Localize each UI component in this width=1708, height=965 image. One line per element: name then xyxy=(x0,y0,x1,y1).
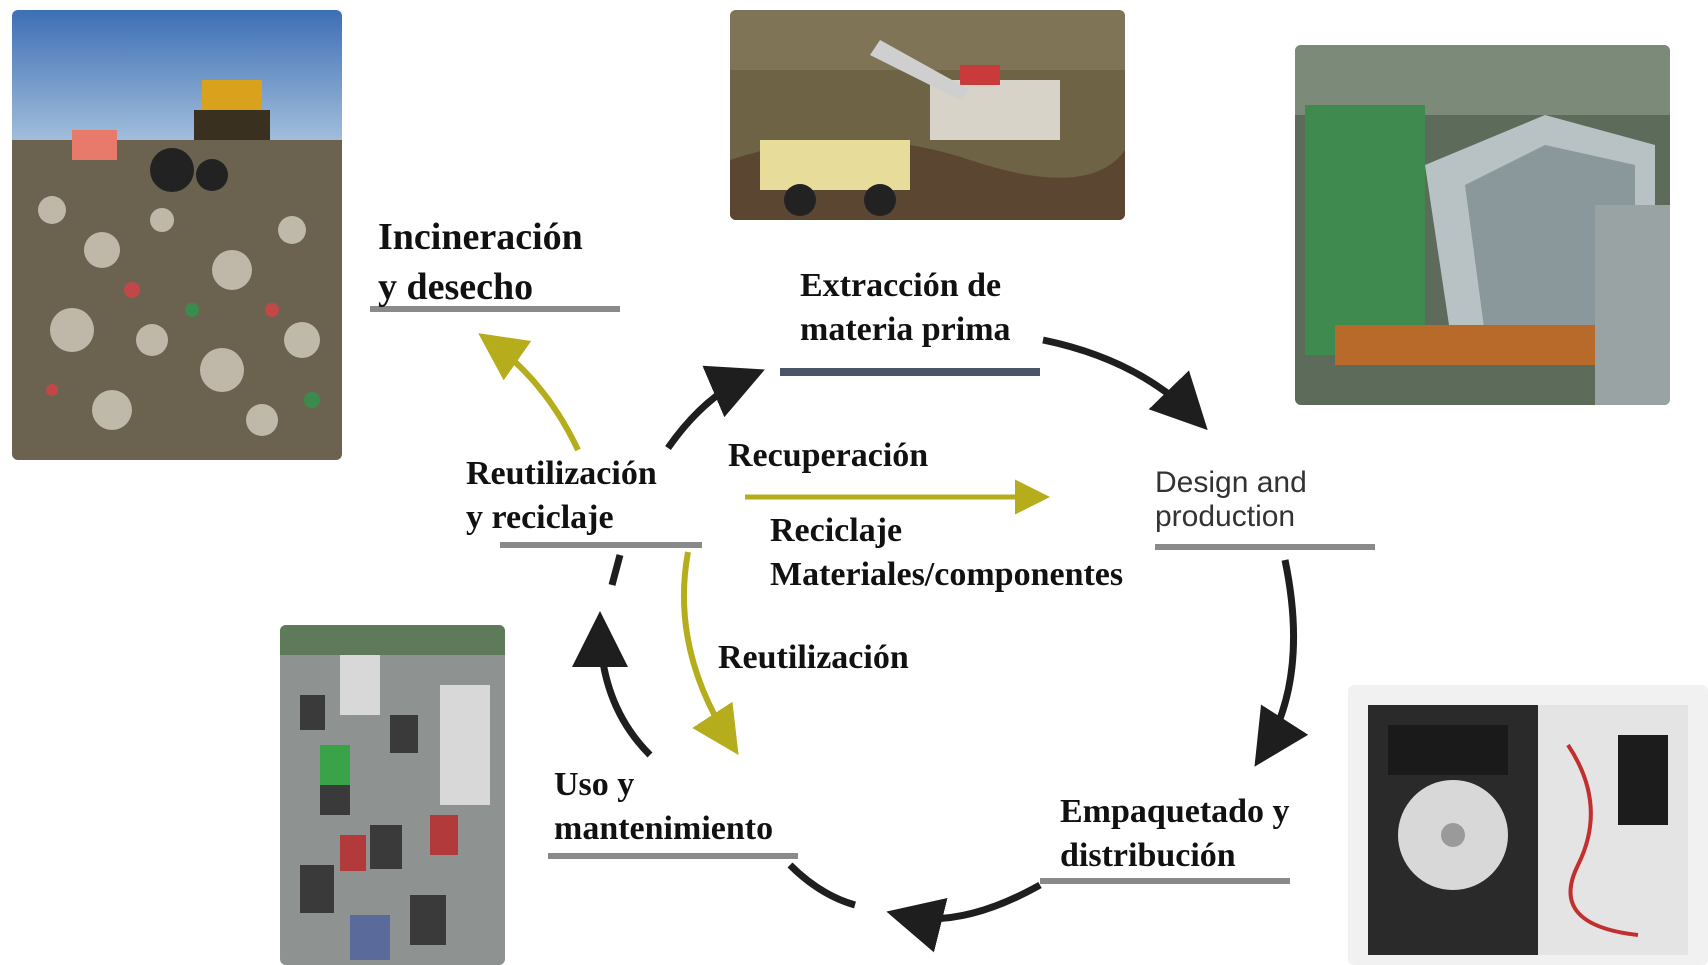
underline-uso xyxy=(548,853,798,859)
node-design: Design and production xyxy=(1155,466,1307,533)
label-reciclaje: Reciclaje Materiales/componentes xyxy=(770,512,1124,593)
underline-extraccion xyxy=(780,368,1040,376)
arrow-packaging-to-use xyxy=(886,881,1042,953)
underline-incineracion xyxy=(370,306,620,312)
label-reutilizacion: Reutilización xyxy=(718,639,909,676)
node-incineracion: Incineración y desecho xyxy=(378,216,583,308)
arrow-design-to-packaging xyxy=(1254,559,1309,767)
underline-design xyxy=(1155,544,1375,550)
underline-empaquetado xyxy=(1040,878,1290,884)
node-uso: Uso y mantenimiento xyxy=(554,766,774,847)
arrow-use-to-reuse xyxy=(572,611,653,758)
arrow-reuse xyxy=(681,551,739,756)
mining-photo xyxy=(730,10,1125,220)
underline-reutilizacion-reciclaje xyxy=(500,542,702,548)
label-recuperacion: Recuperación xyxy=(728,437,929,474)
node-empaquetado: Empaquetado y distribución xyxy=(1060,793,1290,874)
node-reutilizacion-reciclaje: Reutilización y reciclaje xyxy=(466,455,657,536)
arrow-extraction-to-design xyxy=(1042,336,1208,431)
arrow-reuse-segment xyxy=(608,554,624,586)
landfill-photo xyxy=(12,10,342,460)
arrow-reuse-to-extraction xyxy=(665,365,765,451)
arrow-to-incineration xyxy=(478,333,581,452)
traffic-photo xyxy=(280,625,505,965)
node-extraccion: Extracción de materia prima xyxy=(800,267,1011,348)
car-factory-photo xyxy=(1295,45,1670,405)
arrow-use-bottom-tail xyxy=(787,862,856,909)
product-package-photo xyxy=(1348,685,1708,965)
